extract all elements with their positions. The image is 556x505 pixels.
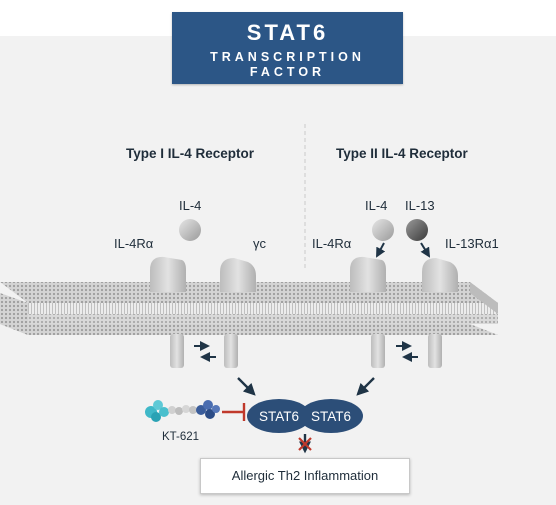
il13-ligand xyxy=(406,219,428,241)
title-line-2: FACTOR xyxy=(249,65,326,79)
arrow-type1-to-stat6 xyxy=(237,377,256,396)
il4ra-receptor-type2 xyxy=(350,256,386,368)
type2-ligand-right-label: IL-13 xyxy=(405,198,435,213)
type1-heading: Type I IL-4 Receptor xyxy=(126,146,255,161)
exchange-arrows-type2 xyxy=(396,341,418,362)
title-box: STAT6 TRANSCRIPTION FACTOR xyxy=(172,12,403,84)
type2-chain-left-label: IL-4Rα xyxy=(312,236,352,251)
title-main: STAT6 xyxy=(246,20,329,45)
type2-heading: Type II IL-4 Receptor xyxy=(336,146,468,161)
arrow-type2-to-stat6 xyxy=(356,377,375,396)
kt621-molecule xyxy=(145,400,220,422)
outcome-box: Allergic Th2 Inflammation xyxy=(200,458,410,494)
type1-chain-left-label: IL-4Rα xyxy=(114,236,154,251)
type2-ligand-left-label: IL-4 xyxy=(365,198,388,213)
exchange-arrows-type1 xyxy=(194,341,216,362)
il4-ligand-type1 xyxy=(179,219,201,241)
il4ra-receptor-type1 xyxy=(150,256,186,368)
outcome-label: Allergic Th2 Inflammation xyxy=(231,468,379,483)
type2-chain-right-label: IL-13Rα1 xyxy=(445,236,499,251)
il4-ligand-type2 xyxy=(372,219,394,241)
type1-chain-right-label: γc xyxy=(253,236,266,251)
stat6-left-label: STAT6 xyxy=(259,409,299,424)
il13ra1-receptor xyxy=(422,258,458,368)
cell-membrane xyxy=(0,282,498,335)
title-subtitle: TRANSCRIPTION FACTOR xyxy=(172,50,403,80)
blocked-arrow xyxy=(298,434,312,454)
stat6-left xyxy=(247,399,311,433)
gamma-c-receptor xyxy=(220,258,256,368)
stat6-right xyxy=(299,399,363,433)
inhibitor-label: KT-621 xyxy=(162,431,200,443)
type1-ligand-label: IL-4 xyxy=(179,198,202,213)
title-line-1: TRANSCRIPTION xyxy=(210,50,365,64)
stat6-right-label: STAT6 xyxy=(311,409,351,424)
arrow-il13-to-il13ra1 xyxy=(420,242,431,258)
arrow-il4-to-il4ra-type2 xyxy=(376,242,386,258)
stat6-dimer: STAT6 STAT6 xyxy=(247,399,363,433)
inhibition-mark xyxy=(222,403,246,421)
